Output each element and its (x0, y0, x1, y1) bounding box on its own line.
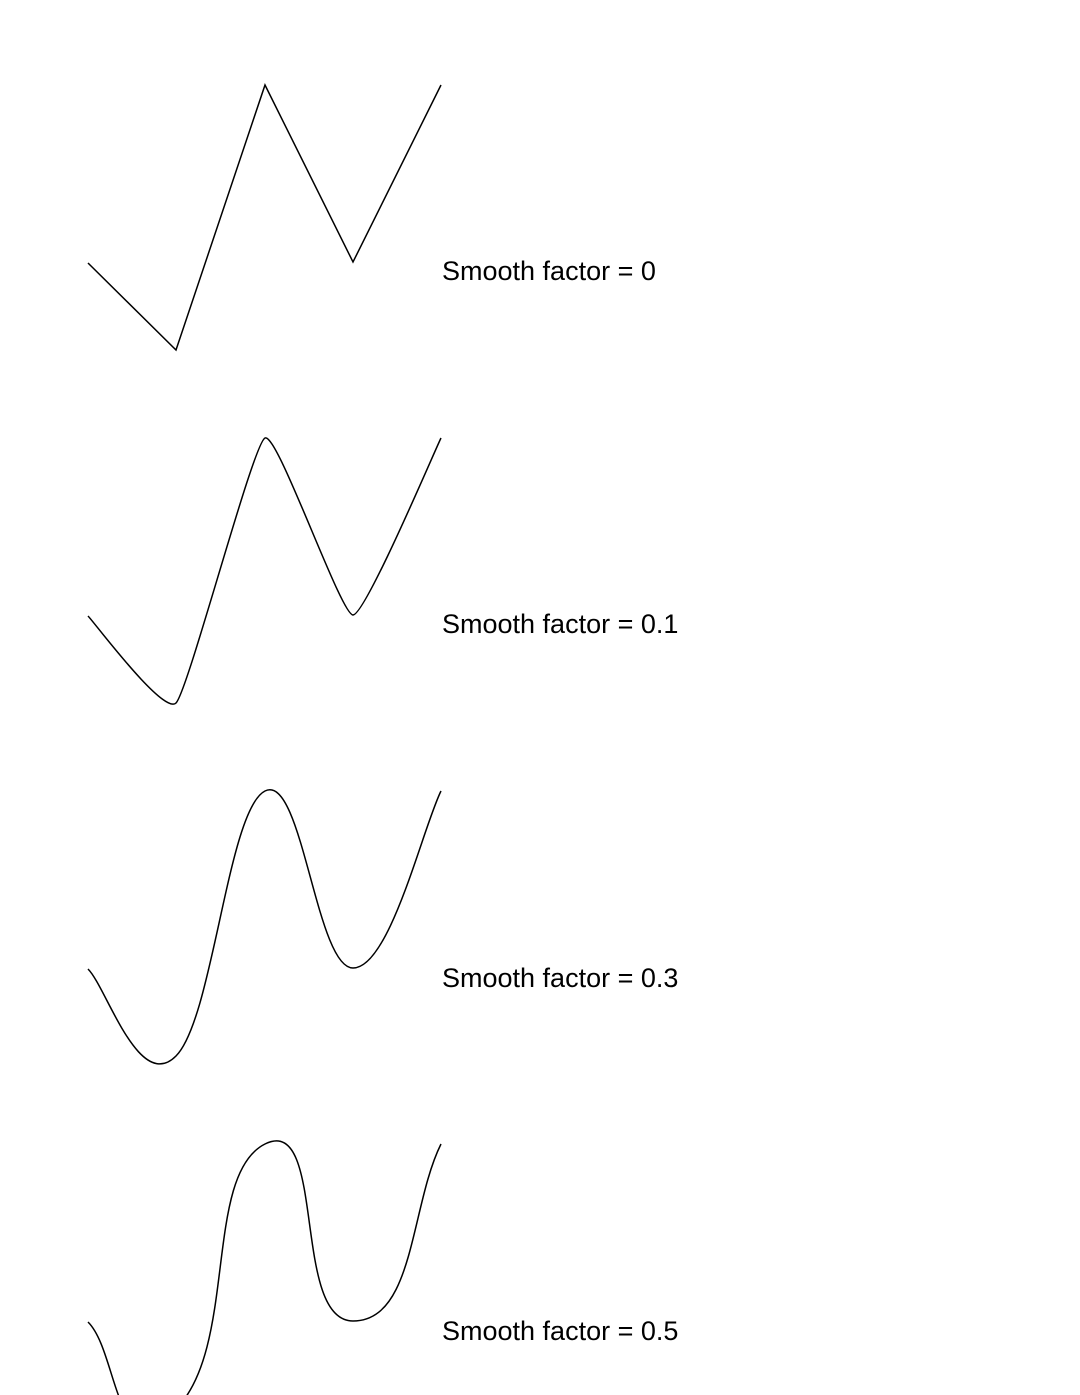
curve-smooth-0-3 (87, 789, 442, 1065)
curve-smooth-0-1 (87, 437, 442, 705)
curve-smooth-0-5 (87, 1140, 442, 1395)
label-smooth-0: Smooth factor = 0 (442, 256, 656, 286)
label-smooth-0-1: Smooth factor = 0.1 (442, 609, 679, 639)
curve-smooth-0 (87, 83, 442, 352)
label-smooth-0-5: Smooth factor = 0.5 (442, 1316, 679, 1346)
label-smooth-0-3: Smooth factor = 0.3 (442, 963, 679, 993)
